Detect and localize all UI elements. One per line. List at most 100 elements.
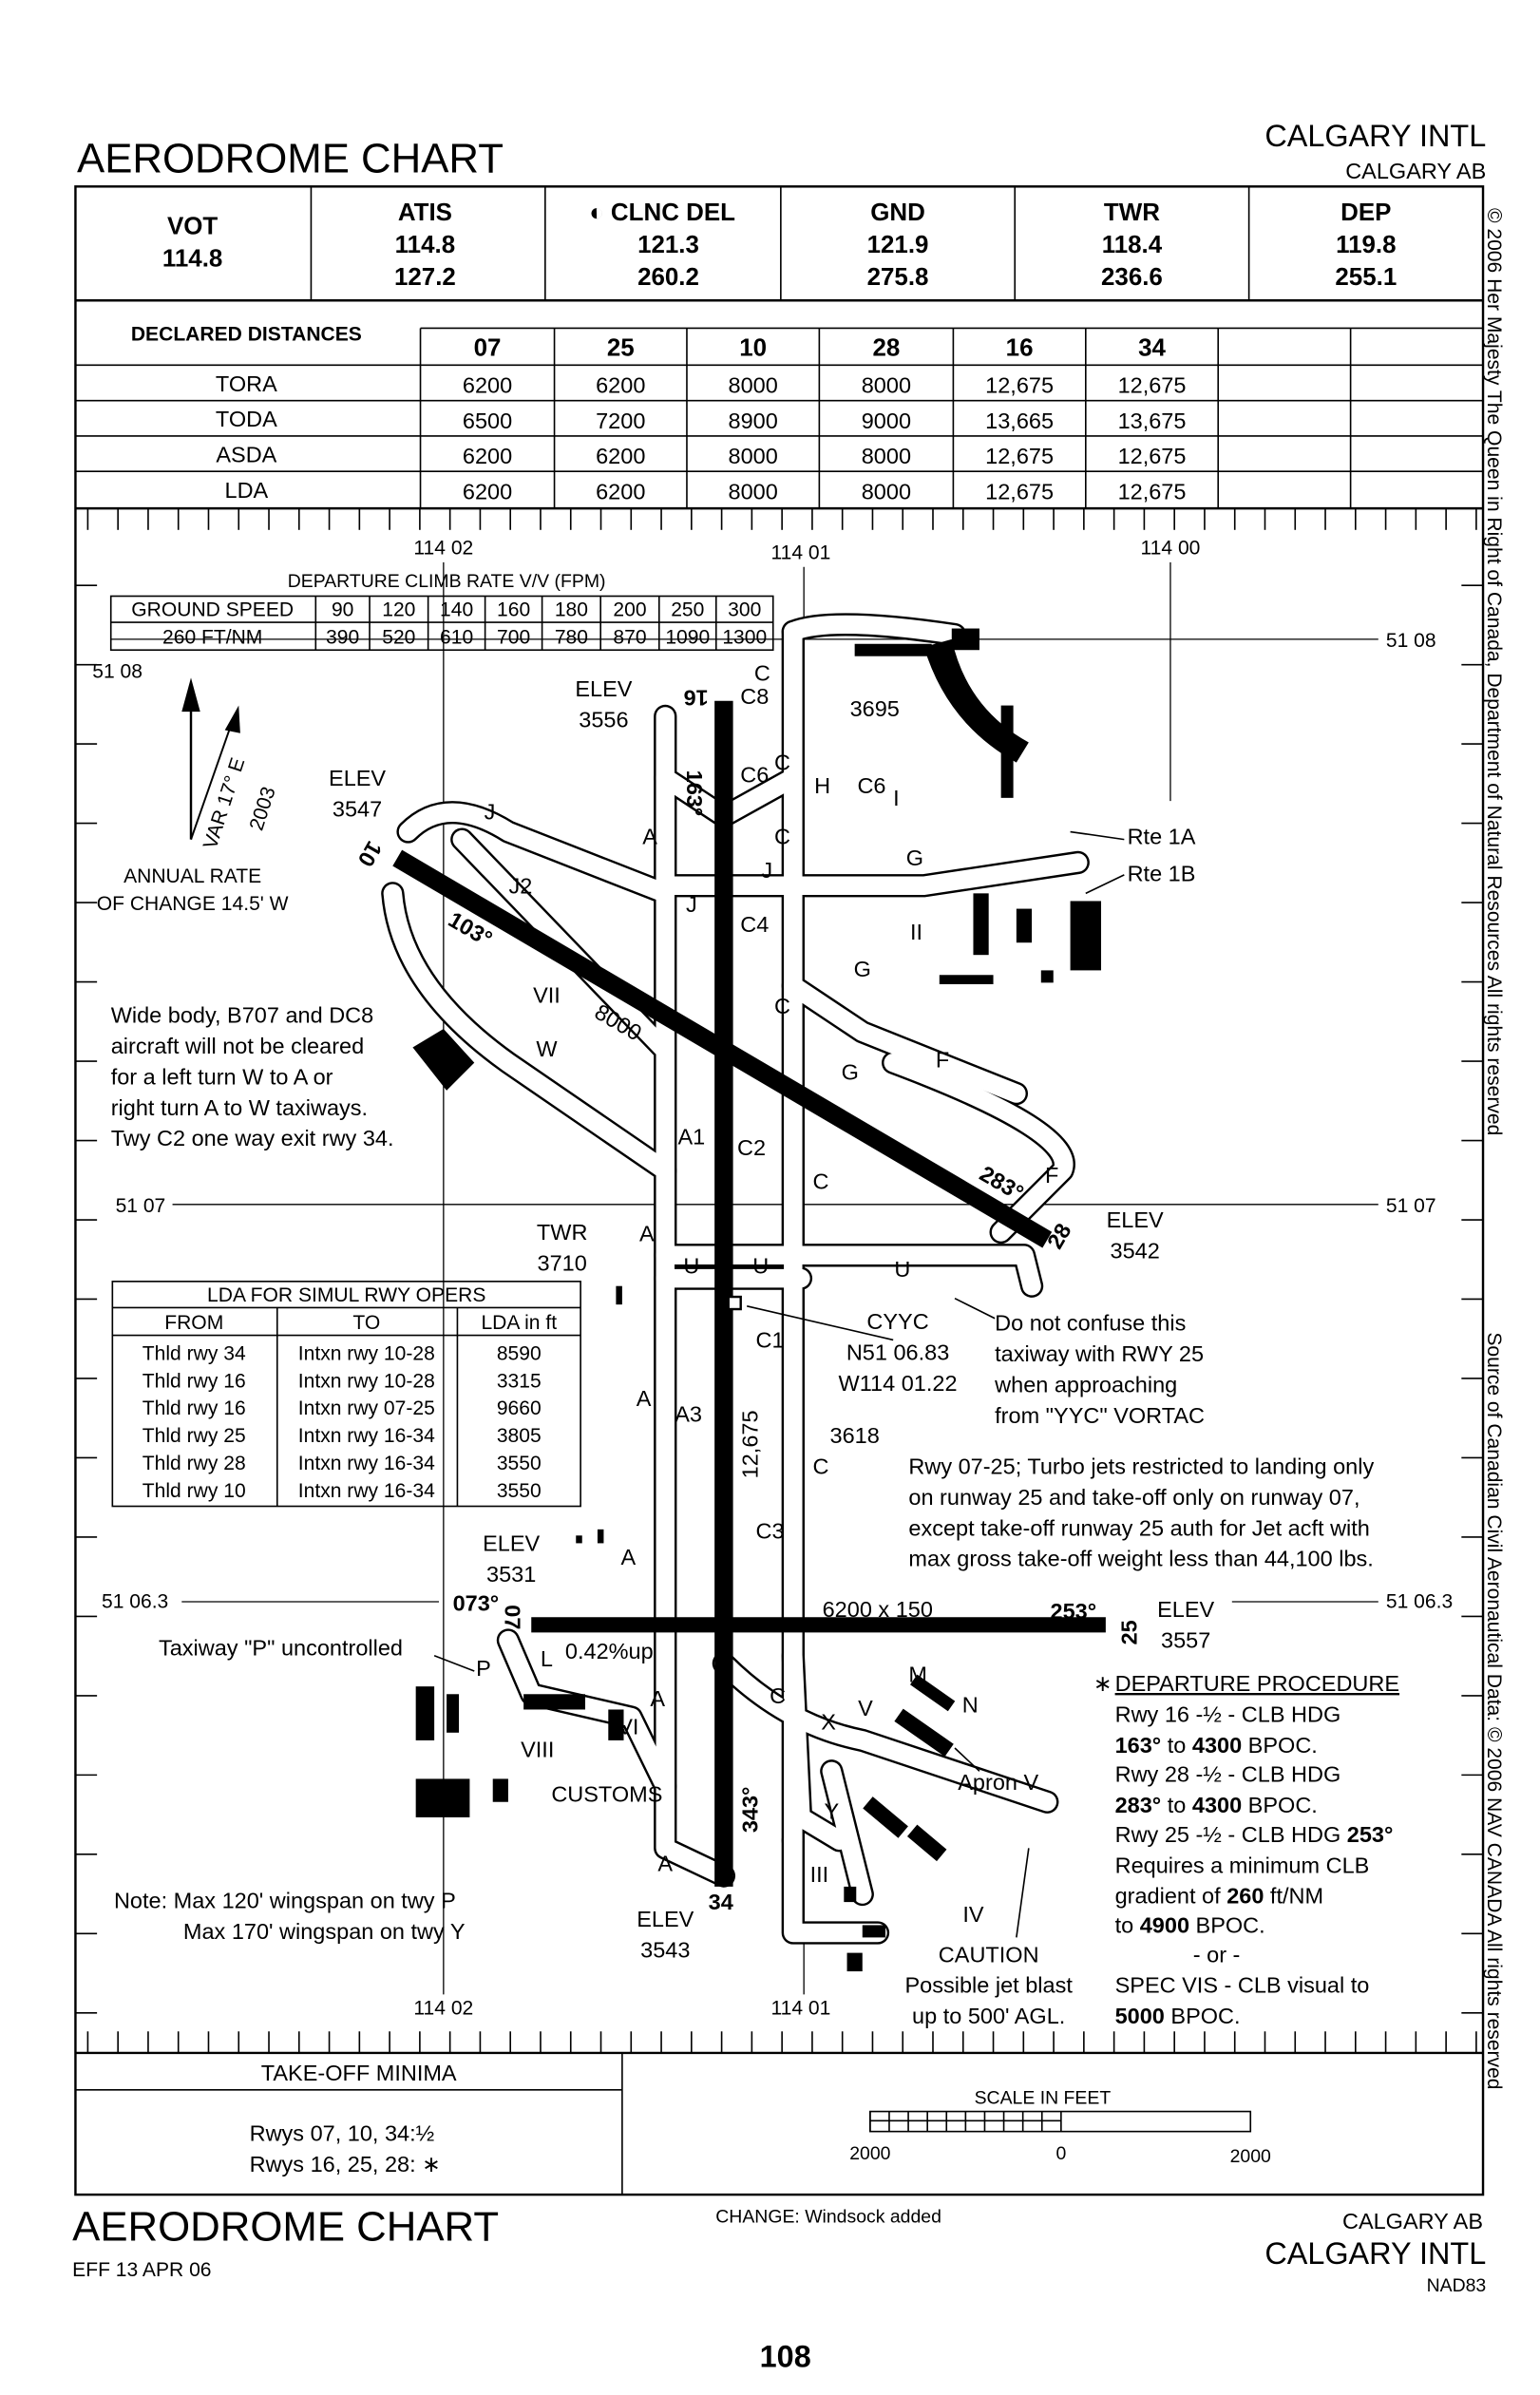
freq-vot-label: VOT	[167, 214, 218, 240]
taxiway-label: C4	[740, 912, 769, 937]
climb-rate: 520	[382, 627, 415, 649]
svg-text:aircraft will not be cleared: aircraft will not be cleared	[111, 1034, 364, 1058]
svg-text:ELEV: ELEV	[483, 1531, 540, 1556]
climb-rate: 700	[497, 627, 530, 649]
taxiway-label: U	[894, 1257, 910, 1282]
climb-row-label: GROUND SPEED	[131, 599, 294, 621]
distance-type: TORA	[216, 371, 277, 396]
taxiway-label: J	[686, 892, 697, 917]
taxiway-label: W	[536, 1036, 558, 1061]
distance-value: 8000	[862, 444, 911, 468]
frequency-table: VOT 114.8 ATIS 114.8 127.2 ◐ CLNC DEL 12…	[75, 186, 1484, 302]
runway-header: 28	[872, 335, 900, 362]
taxiway-label: A	[621, 1545, 637, 1569]
climb-rate: 610	[440, 627, 473, 649]
freq-twr-value: 118.4	[1102, 232, 1163, 258]
ground-speed: 250	[671, 599, 704, 621]
taxiway-label: C3	[755, 1519, 784, 1544]
svg-text:3531: 3531	[486, 1562, 536, 1587]
lda-cell: Intxn rwy 16-34	[298, 1425, 435, 1447]
magvar-year: 2003	[245, 784, 279, 833]
lat-label: 51 07	[116, 1195, 166, 1217]
distance-value: 8000	[729, 373, 778, 398]
taxiway-label: A3	[675, 1401, 702, 1426]
taxiway-label: U	[683, 1254, 699, 1279]
airport-city: CALGARY AB	[1345, 159, 1486, 183]
freq-clnc-value: 260.2	[637, 264, 699, 291]
runway-number-16: 16	[684, 685, 709, 710]
svg-text:3695: 3695	[850, 696, 900, 721]
runway-number-10: 10	[353, 837, 388, 871]
svg-text:3542: 3542	[1111, 1239, 1160, 1264]
taxiways	[381, 613, 1090, 1945]
lda-column-header: FROM	[164, 1312, 223, 1334]
takeoff-minima-line: Rwys 16, 25, 28: ∗	[250, 2152, 441, 2176]
table-border	[111, 1281, 581, 1508]
datum: NAD83	[1427, 2275, 1487, 2296]
caution-note: Possible jet blast	[905, 1973, 1074, 1998]
taxiway-label: L	[541, 1646, 553, 1671]
runways	[392, 700, 1106, 1887]
svg-text:SPEC VIS - CLB visual to: SPEC VIS - CLB visual to	[1115, 1973, 1370, 1998]
copyright-text: Source of Canadian Civil Aeronautical Da…	[1483, 1332, 1505, 2089]
svg-text:ELEV: ELEV	[637, 1907, 694, 1931]
taxiway-label: N	[962, 1693, 979, 1718]
svg-text:Rwy 28 -½ - CLB HDG: Rwy 28 -½ - CLB HDG	[1115, 1762, 1341, 1787]
taxiway-label: P	[476, 1656, 491, 1681]
taxiway-label: C	[774, 824, 790, 848]
distance-type: LDA	[225, 478, 269, 503]
taxiway-label: A	[657, 1852, 673, 1876]
taxiway-label: C	[774, 994, 790, 1018]
lon-label: 114 00	[1141, 538, 1201, 560]
svg-text:TWR: TWR	[537, 1220, 588, 1245]
lda-cell: 3550	[497, 1480, 542, 1502]
freq-atis-value: 127.2	[394, 264, 456, 291]
distance-value: 12,675	[985, 479, 1054, 504]
scale-label: 2000	[849, 2143, 890, 2164]
svg-text:for a left turn W to A or: for a left turn W to A or	[111, 1064, 333, 1089]
runway-header: 34	[1138, 335, 1166, 362]
distance-value: 13,675	[1118, 409, 1187, 433]
taxiway-label: C6	[740, 763, 769, 788]
distance-value: 8000	[729, 444, 778, 468]
lat-label: 51 08	[1386, 630, 1436, 652]
taxiway-label: C	[754, 661, 770, 686]
lat-label: 51 06.3	[102, 1590, 168, 1612]
footer-city: CALGARY AB	[1342, 2209, 1483, 2233]
lda-cell: 8590	[497, 1343, 542, 1365]
taxiway-label: C8	[740, 684, 769, 709]
freq-atis-value: 114.8	[395, 232, 455, 258]
taxiway-label: VII	[533, 982, 561, 1007]
distance-value: 8000	[729, 479, 778, 504]
lda-cell: Thld rwy 25	[143, 1425, 246, 1447]
svg-text:Wide body, B707 and DC8: Wide body, B707 and DC8	[111, 1003, 374, 1028]
taxiway-label: C6	[857, 773, 885, 798]
rwy0725-note: max gross take-off weight less than 44,1…	[908, 1547, 1373, 1571]
taxiway-label: J	[485, 800, 496, 825]
ground-speed: 200	[613, 599, 646, 621]
climb-rate: 870	[613, 627, 646, 649]
climb-rate: 1300	[722, 627, 767, 649]
departure-procedure-title: DEPARTURE PROCEDURE	[1115, 1671, 1399, 1696]
page-number: 108	[760, 2340, 811, 2374]
freq-dep-value: 255.1	[1335, 264, 1397, 291]
svg-text:3543: 3543	[640, 1937, 690, 1962]
lda-table-title: LDA FOR SIMUL RWY OPERS	[207, 1284, 485, 1306]
svg-text:ELEV: ELEV	[1157, 1597, 1214, 1622]
distance-value: 6200	[596, 479, 645, 504]
taxiway-label: I	[893, 786, 900, 810]
widebody-note: Wide body, B707 and DC8 aircraft will no…	[111, 1003, 394, 1151]
ground-speed: 140	[440, 599, 473, 621]
taxiway-label: IV	[962, 1902, 984, 1927]
distance-value: 6200	[463, 479, 512, 504]
taxiway-label: J2	[508, 873, 532, 898]
arp-icon	[727, 1295, 742, 1311]
taxiway-label: Y	[824, 1799, 839, 1824]
chart-frame	[74, 185, 1485, 2196]
taxiway-label: G	[854, 957, 871, 981]
svg-text:ELEV: ELEV	[1107, 1207, 1164, 1232]
